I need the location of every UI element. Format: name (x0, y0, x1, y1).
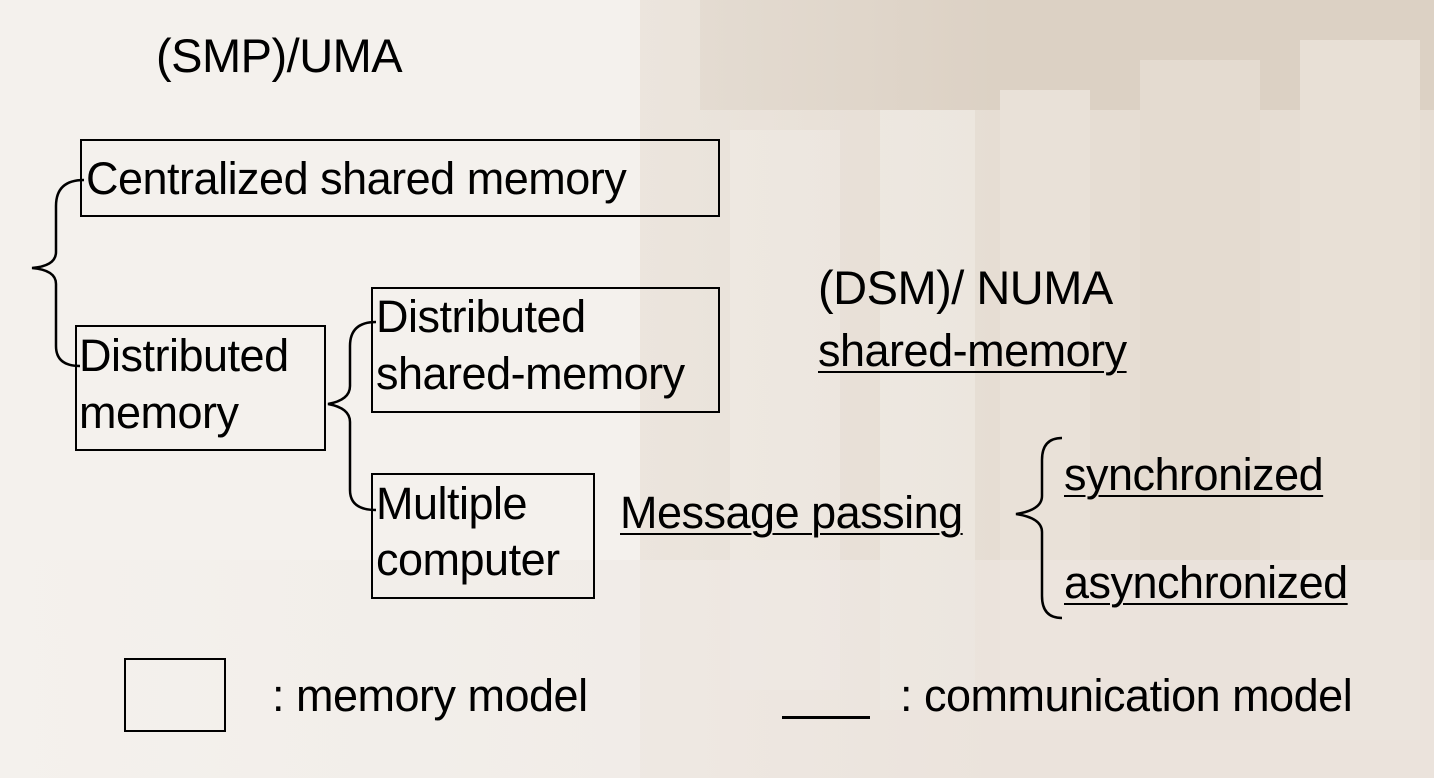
distributed-memory-label-line1: Distributed (79, 330, 289, 381)
centralized-shared-memory-label: Centralized shared memory (86, 153, 627, 204)
legend-memory-model-label: : memory model (272, 670, 588, 721)
distributed-memory-box (75, 325, 326, 451)
message-passing-brace (1015, 436, 1063, 620)
distributed-shared-memory-label-line1: Distributed (376, 291, 586, 342)
legend-memory-model-box-icon (124, 658, 226, 732)
left-brace (31, 178, 85, 368)
asynchronized-label: asynchronized (1064, 557, 1348, 608)
multiple-computer-label-line2: computer (376, 534, 560, 585)
distributed-shared-memory-box (371, 287, 720, 413)
distributed-memory-brace (327, 320, 377, 512)
legend-underline-icon (782, 716, 870, 719)
numa-title: (DSM)/ NUMA (818, 261, 1113, 314)
legend-communication-model-label: : communication model (900, 670, 1353, 721)
uma-title: (SMP)/UMA (156, 29, 403, 82)
centralized-shared-memory-box (80, 139, 720, 217)
distributed-memory-label-line2: memory (79, 387, 239, 438)
synchronized-label: synchronized (1064, 449, 1324, 500)
multiple-computer-label-line1: Multiple (376, 478, 528, 529)
distributed-shared-memory-label-line2: shared-memory (376, 348, 685, 399)
message-passing-model: Message passing (620, 487, 963, 538)
multiple-computer-box (371, 473, 595, 599)
numa-shared-memory-model: shared-memory (818, 325, 1127, 376)
